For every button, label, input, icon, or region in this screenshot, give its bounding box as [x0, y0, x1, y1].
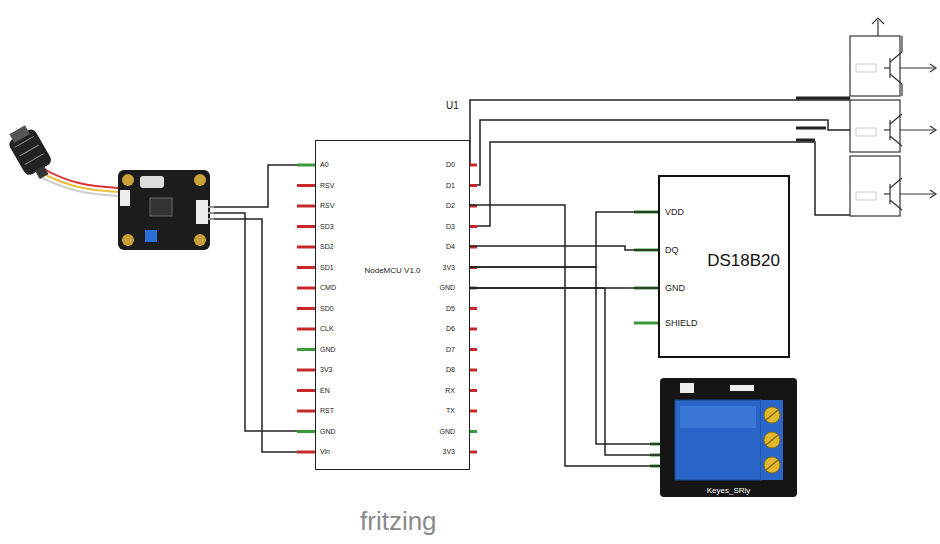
- wire: [470, 246, 658, 250]
- relay-module: Keyes_SRly: [660, 378, 797, 497]
- pin-name: TX: [446, 406, 455, 416]
- pin-name: EN: [320, 386, 330, 396]
- pin-name: D6: [446, 324, 455, 334]
- wire: [470, 205, 660, 466]
- pin-name: D7: [446, 345, 455, 355]
- wire: [470, 267, 660, 444]
- pin-name: A0: [320, 160, 329, 170]
- pin-name: GND: [439, 283, 455, 293]
- pin-name: SD3: [320, 222, 334, 232]
- pin-name: CMD: [320, 283, 336, 293]
- pin-name: 3V3: [443, 263, 455, 273]
- transistor-array: [850, 18, 936, 216]
- pin-name: RST: [320, 406, 334, 416]
- part-ref: U1: [446, 101, 459, 111]
- relay-art: [660, 378, 785, 497]
- ph-probe: [4, 122, 118, 196]
- pin-name: 3V3: [443, 447, 455, 457]
- pin-name: D0: [446, 160, 455, 170]
- sensor-wires: [214, 165, 297, 452]
- pin-name: RSV: [320, 181, 334, 191]
- wire: [470, 212, 658, 267]
- pin-name: VDD: [665, 207, 684, 217]
- part-name: DS18B20: [707, 251, 780, 271]
- part-name: Keyes_SRly: [660, 486, 797, 495]
- watermark: fritzing: [360, 506, 437, 536]
- pin-name: Vin: [320, 447, 330, 457]
- wire: [470, 288, 660, 455]
- pin-name: DQ: [665, 245, 679, 255]
- ds18b20-pins: [634, 212, 658, 323]
- pin-name: GND: [665, 283, 685, 293]
- pin-name: GND: [320, 345, 336, 355]
- sensor-module: [118, 170, 214, 250]
- pin-name: 3V3: [320, 365, 332, 375]
- pin-name: D4: [446, 242, 455, 252]
- pin-name: D1: [446, 181, 455, 191]
- pin-name: GND: [439, 427, 455, 437]
- pin-name: GND: [320, 427, 336, 437]
- pin-name: D8: [446, 365, 455, 375]
- pin-name: SD0: [320, 304, 334, 314]
- pin-name: RSV: [320, 201, 334, 211]
- sensor-box: DS18B20: [658, 175, 790, 358]
- pin-name: D2: [446, 201, 455, 211]
- pin-name: CLK: [320, 324, 334, 334]
- pin-name: D3: [446, 222, 455, 232]
- pin-name: RX: [445, 386, 455, 396]
- pin-name: SD1: [320, 263, 334, 273]
- pin-name: SHIELD: [665, 318, 698, 328]
- pin-name: SD2: [320, 242, 334, 252]
- pin-name: D5: [446, 304, 455, 314]
